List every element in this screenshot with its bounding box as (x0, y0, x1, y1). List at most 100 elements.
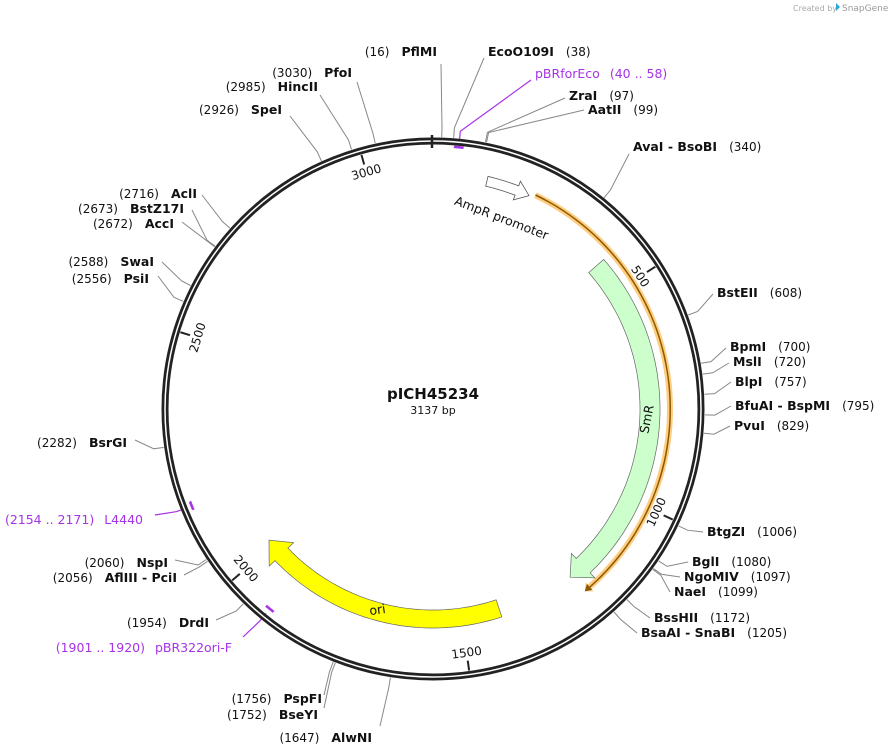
restriction-site-label[interactable]: MslI(720) (733, 354, 806, 369)
primer-mark[interactable] (265, 604, 275, 613)
site-position: (97) (609, 89, 634, 103)
restriction-site-label[interactable]: BtgZI (1006) (707, 524, 797, 539)
restriction-site-label[interactable]: NaeI(1099) (674, 584, 758, 599)
snapgene-logo-icon (836, 3, 840, 11)
site-position: (340) (729, 140, 761, 154)
site-position: (1172) (710, 611, 750, 625)
site-position: (608) (770, 286, 802, 300)
site-leader-line (703, 425, 731, 435)
tick-mark (663, 514, 674, 521)
primer-label[interactable]: (2154 .. 2171) L4440 (5, 512, 143, 527)
site-name: BsrGI (89, 435, 127, 450)
restriction-site-label[interactable]: BsaAI - SnaBI(1205) (641, 625, 787, 640)
site-leader-line (379, 677, 391, 727)
site-position: (2056) (53, 571, 93, 585)
site-name: NspI (136, 555, 168, 570)
restriction-site-label[interactable]: (2716)AclI (119, 186, 197, 201)
site-leader-line (440, 63, 443, 138)
site-position: (2588) (68, 255, 108, 269)
site-position: (1080) (731, 555, 771, 569)
site-leader-line (319, 94, 352, 150)
restriction-site-label[interactable]: ZraI(97) (569, 88, 634, 103)
primer-label[interactable]: (1901 .. 1920)pBR322ori-F (56, 640, 232, 655)
primer-range: (40 .. 58) (610, 66, 667, 81)
restriction-site-label[interactable]: (2673)BstZ17I (78, 201, 184, 216)
restriction-site-label[interactable]: BssHII (1172) (654, 610, 750, 625)
restriction-site-label[interactable]: (2672)AccI (93, 216, 174, 231)
site-leader-line (157, 275, 184, 302)
restriction-site-label[interactable]: (3030)PfoI (272, 65, 352, 80)
site-position: (2282) (37, 436, 77, 450)
restriction-site-label[interactable]: NgoMIV(1097) (684, 569, 791, 584)
site-leader-line (215, 603, 244, 621)
restriction-site-label[interactable]: (1954)DrdI (127, 615, 209, 630)
site-leader-line (323, 662, 336, 709)
restriction-site-label[interactable]: (2588) SwaI (68, 254, 154, 269)
site-leader-line (356, 81, 376, 144)
site-name: BlpI (735, 374, 762, 389)
site-position: (795) (842, 399, 874, 413)
site-name: SpeI (251, 102, 282, 117)
restriction-site-label[interactable]: EcoO109I(38) (488, 44, 591, 59)
restriction-site-label[interactable]: (16)PflMI (365, 44, 437, 59)
restriction-site-label[interactable]: (1647)AlwNI (279, 730, 372, 745)
site-name: BtgZI (707, 524, 745, 539)
restriction-site-label[interactable]: BpmI(700) (730, 339, 810, 354)
primer-range: (2154 .. 2171) (5, 512, 94, 527)
site-leader-line (613, 611, 638, 634)
site-position: (757) (774, 375, 806, 389)
restriction-site-label[interactable]: (2056)AflIII - PciI (53, 570, 177, 585)
tick-label: 1500 (451, 644, 483, 662)
restriction-site-label[interactable]: (2282) BsrGI (37, 435, 127, 450)
feature-ampr-promoter[interactable] (485, 175, 530, 201)
feature-label: SmR (636, 403, 656, 434)
site-name: BseYI (279, 707, 318, 722)
restriction-site-label[interactable]: (2060)NspI (85, 555, 168, 570)
primer-mark[interactable] (453, 145, 465, 150)
primer-mark[interactable] (188, 500, 195, 511)
site-leader-line (289, 115, 322, 162)
site-position: (1954) (127, 616, 167, 630)
backbone (161, 135, 705, 681)
site-name: AvaI - BsoBI (633, 139, 717, 154)
orf-highlight-arc[interactable] (534, 192, 673, 592)
tick-mark (646, 265, 656, 273)
restriction-site-label[interactable]: (1752)BseYI (227, 707, 318, 722)
site-leader-line (688, 293, 714, 316)
restriction-site-label[interactable]: (2985)HincII (226, 79, 318, 94)
restriction-site-label[interactable]: (2926)SpeI (199, 102, 282, 117)
restriction-site-label[interactable]: AvaI - BsoBI (340) (633, 139, 761, 154)
restriction-site-label[interactable]: PvuI(829) (734, 418, 809, 433)
restriction-site-label[interactable]: AatII(99) (588, 102, 658, 117)
restriction-site-label[interactable]: BlpI (757) (735, 374, 807, 389)
site-name: PvuI (734, 418, 765, 433)
site-name: SwaI (120, 254, 154, 269)
site-name: PflMI (401, 44, 437, 59)
site-leader-line (702, 362, 730, 375)
site-position: (99) (633, 103, 658, 117)
restriction-site-label[interactable]: (2556)PsiI (72, 271, 149, 286)
primer-label[interactable]: pBRforEco(40 .. 58) (535, 66, 667, 81)
site-leader-line (174, 559, 207, 566)
restriction-site-label[interactable]: (1756)PspFI (232, 691, 322, 706)
site-name: AccI (145, 216, 174, 231)
site-leader-line (183, 560, 208, 576)
site-name: BssHII (654, 610, 698, 625)
primer-name: L4440 (104, 512, 143, 527)
feature-ori[interactable] (268, 539, 503, 629)
tick-label: 2000 (231, 553, 261, 585)
site-leader-line (485, 97, 566, 143)
site-leader-line (658, 560, 689, 567)
restriction-site-label[interactable]: BfuAI - BspMI(795) (735, 398, 874, 413)
site-position: (2985) (226, 80, 266, 94)
site-position: (1006) (757, 525, 797, 539)
tick-mark (466, 660, 471, 671)
restriction-site-label[interactable]: BglI(1080) (692, 554, 771, 569)
site-name: PfoI (324, 65, 352, 80)
site-leader-line (701, 347, 727, 364)
restriction-site-label[interactable]: BstEII(608) (717, 285, 802, 300)
feature-smr[interactable] (569, 258, 661, 579)
tick-mark (231, 573, 241, 582)
